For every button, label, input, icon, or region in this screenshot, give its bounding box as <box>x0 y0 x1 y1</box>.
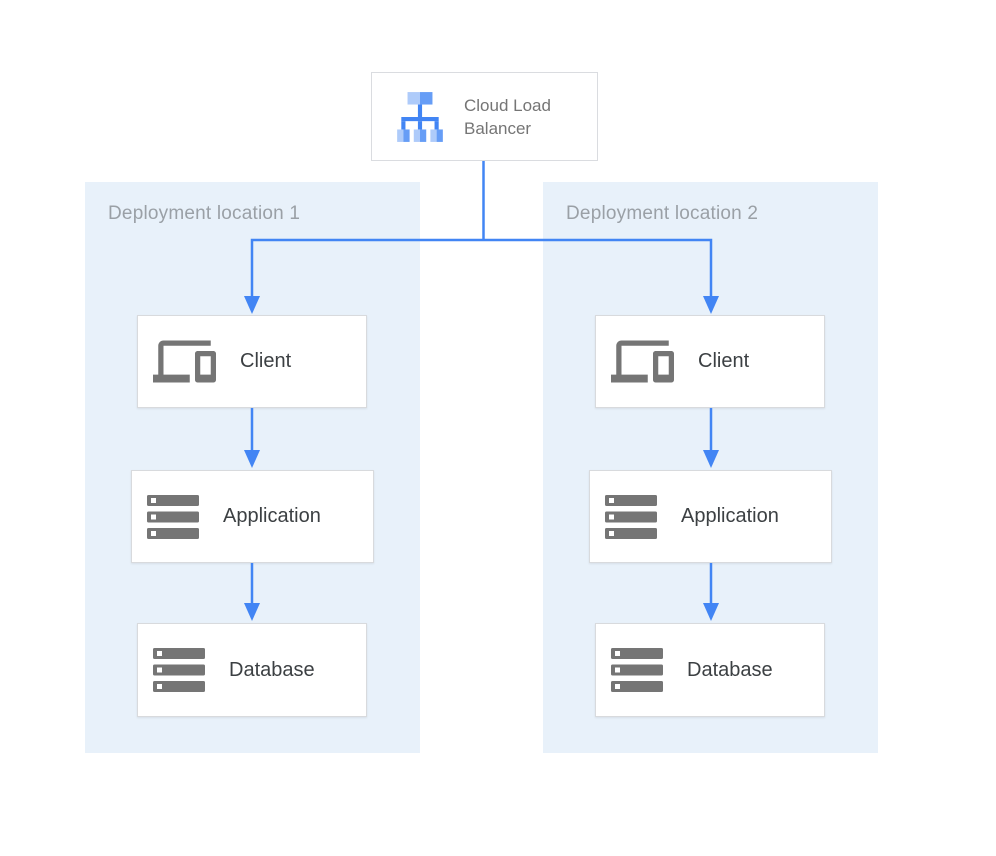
deployment-panel-2: Deployment location 2 Client <box>543 182 878 753</box>
node-label: Database <box>229 658 315 681</box>
server-stack-icon <box>605 494 657 539</box>
server-stack-icon <box>153 648 205 692</box>
node-database-1: Database <box>137 623 367 717</box>
panel-label: Deployment location 1 <box>108 203 301 224</box>
node-client-2: Client <box>595 315 825 408</box>
load-balancer-icon <box>393 90 447 144</box>
node-application-1: Application <box>131 470 374 563</box>
node-database-2: Database <box>595 623 825 717</box>
server-stack-icon <box>147 494 199 539</box>
node-label: Database <box>687 658 773 681</box>
node-label: Client <box>698 350 750 372</box>
node-label: Cloud Load Balancer <box>464 95 551 138</box>
node-application-2: Application <box>589 470 832 563</box>
node-cloud-load-balancer: Cloud Load Balancer <box>371 72 598 161</box>
devices-icon <box>153 330 216 393</box>
devices-icon <box>611 330 674 393</box>
node-label: Application <box>681 505 779 527</box>
deployment-panel-1: Deployment location 1 Client <box>85 182 420 753</box>
panel-label: Deployment location 2 <box>566 203 759 224</box>
node-label: Client <box>240 350 292 372</box>
node-client-1: Client <box>137 315 367 408</box>
server-stack-icon <box>611 648 663 692</box>
node-label: Application <box>223 505 321 527</box>
